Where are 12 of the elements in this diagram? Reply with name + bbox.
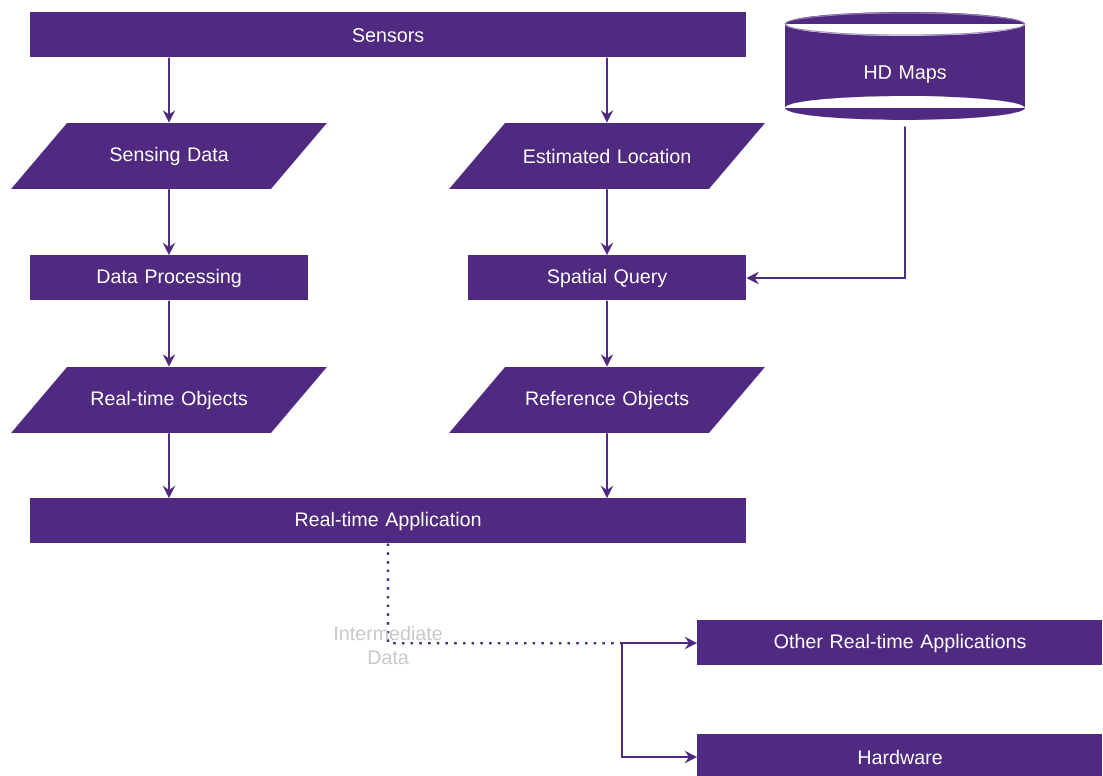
- database-cylinder: HD Maps: [785, 12, 1025, 120]
- process-box: Real-time Application: [30, 498, 746, 543]
- data-parallelogram: Reference Objects: [449, 367, 765, 433]
- process-box: Spatial Query: [468, 255, 746, 300]
- data-parallelogram: Sensing Data: [11, 123, 327, 189]
- process-box: Hardware: [697, 734, 1102, 776]
- data-parallelogram: Real-time Objects: [11, 367, 327, 433]
- process-box: Sensors: [30, 12, 746, 57]
- process-box: Other Real-time Applications: [697, 620, 1102, 665]
- process-box: Data Processing: [30, 255, 308, 300]
- data-parallelogram: Estimated Location: [449, 123, 765, 189]
- node-label: HD Maps: [865, 65, 946, 83]
